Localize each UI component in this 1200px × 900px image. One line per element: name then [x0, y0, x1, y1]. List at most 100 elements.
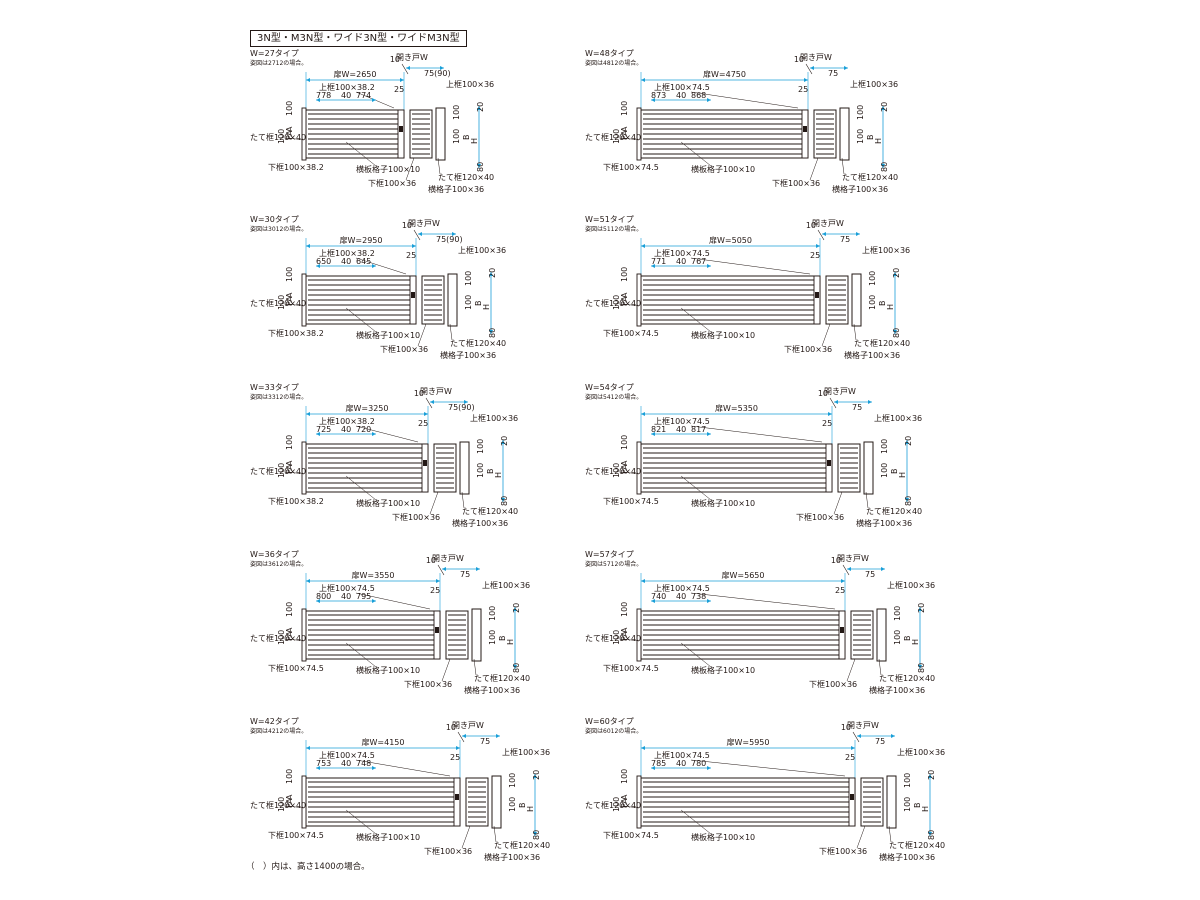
right-80-label: 80	[880, 162, 889, 172]
left-post	[301, 775, 307, 829]
leaf-width-label: 扉W=4750	[703, 69, 746, 79]
door-top-frame-label: 上框100×36	[862, 245, 910, 255]
dim-leaf-width-head-right	[400, 78, 404, 82]
dim-slat-pitch-head-left	[316, 766, 320, 770]
gate-panel: W=30タイプ姿図は3012の場合。扉W=295010開き戸W75(90)25上…	[250, 215, 506, 360]
leaf-width-label: 扉W=5050	[709, 235, 752, 245]
dim-25-label: 25	[430, 586, 440, 595]
top-frame-label: 上框100×38.2	[319, 248, 375, 258]
type-note: 姿図は5412の場合。	[585, 393, 642, 401]
left-100-label: 100	[285, 101, 294, 116]
right-100b-label: 100	[452, 129, 461, 144]
dim-leaf-width-head-right	[436, 579, 440, 583]
right-20-label: 20	[904, 436, 913, 446]
dim-d1: 785	[651, 759, 666, 768]
leaf-width-label: 扉W=4150	[362, 737, 405, 747]
slat-label: 横板格子100×10	[691, 498, 755, 508]
right-b-label: B	[474, 301, 483, 307]
right-80-label: 80	[917, 663, 926, 673]
gap-label: 10	[794, 55, 804, 64]
left-post	[636, 608, 642, 662]
dim-height-head-bottom	[513, 665, 517, 669]
lattice-door-label: 横格子100×36	[879, 852, 935, 862]
dim-door-width-head-left	[810, 66, 814, 70]
door-bottom-frame-label: 下框100×36	[819, 846, 867, 856]
dim-height-head-top	[905, 440, 909, 444]
type-title: W=27タイプ	[250, 49, 299, 58]
slat-leader	[345, 307, 377, 333]
gate-panel: W=27タイプ姿図は2712の場合。扉W=265010開き戸W75(90)25上…	[250, 49, 494, 194]
dim-d3: 774	[356, 91, 371, 100]
left-100b-label: 100	[612, 129, 621, 144]
dim-d1: 753	[316, 759, 331, 768]
type-note: 姿図は3012の場合。	[250, 225, 307, 233]
right-20-label: 20	[476, 102, 485, 112]
dim-slat-pitch-head-left	[651, 599, 655, 603]
right-post	[851, 273, 862, 327]
right-post	[491, 775, 502, 829]
open-door-label: 開き戸W	[408, 219, 440, 228]
type-title: W=54タイプ	[585, 383, 634, 392]
lattice-door-label: 横格子100×36	[844, 350, 900, 360]
type-note: 姿図は4812の場合。	[585, 59, 642, 67]
dim-slat-pitch-head-right	[372, 766, 376, 770]
right-b-label: B	[518, 803, 527, 809]
right-post	[435, 107, 446, 161]
latch-stile	[397, 109, 405, 159]
dim-leaf-width-head-right	[851, 746, 855, 750]
gate-panel: W=33タイプ姿図は3312の場合。扉W=325010開き戸W75(90)25上…	[250, 383, 518, 528]
dim-d1: 740	[651, 592, 666, 601]
dim-height-head-top	[477, 106, 481, 110]
right-20-label: 20	[917, 603, 926, 613]
latch-icon	[435, 627, 439, 633]
right-h-label: H	[494, 472, 503, 478]
bottom-frame-label: 下框100×38.2	[268, 328, 324, 338]
top-frame-leader	[355, 592, 431, 610]
latch-icon	[399, 126, 403, 132]
dim-slat-pitch-head-left	[316, 98, 320, 102]
door-bottom-frame-label: 下框100×36	[424, 846, 472, 856]
dim-leaf-width-head-right	[816, 244, 820, 248]
dim-leaf-width-head-left	[641, 746, 645, 750]
gap-label: 10	[426, 556, 436, 565]
right-h-label: H	[886, 304, 895, 310]
right-post	[447, 273, 458, 327]
post-left-label: たて框120×40	[250, 800, 306, 810]
door-bottom-leader	[417, 323, 427, 347]
door-width-label: 75(90)	[424, 69, 451, 78]
post-left-label: たて框120×40	[250, 466, 306, 476]
left-post	[636, 775, 642, 829]
right-post	[886, 775, 897, 829]
door-bottom-frame-label: 下框100×36	[772, 178, 820, 188]
dim-d3: 767	[691, 257, 706, 266]
type-note: 姿図は2712の場合。	[250, 59, 307, 67]
post-left-leader	[622, 137, 640, 141]
door-bottom-leader	[821, 323, 831, 347]
gate-panel: W=42タイプ姿図は4212の場合。扉W=415010開き戸W7525上框100…	[250, 717, 550, 862]
dim-height-head-top	[928, 774, 932, 778]
door-bottom-frame-label: 下框100×36	[404, 679, 452, 689]
top-frame-label: 上框100×74.5	[654, 248, 710, 258]
post-right-leader	[853, 323, 857, 341]
type-note: 姿図は3612の場合。	[250, 560, 307, 568]
gap-leader	[829, 397, 837, 409]
right-100-label: 100	[476, 439, 485, 454]
dim-d2: 40	[341, 759, 351, 768]
right-100b-label: 100	[464, 295, 473, 310]
left-post	[301, 608, 307, 662]
lattice-door-label: 横格子100×36	[428, 184, 484, 194]
slat-leader	[680, 307, 712, 333]
dim-leaf-width-head-left	[641, 78, 645, 82]
post-left-leader	[287, 303, 305, 307]
latch-stile	[421, 443, 429, 493]
left-a-label: A	[285, 126, 294, 132]
bottom-frame-label: 下框100×74.5	[268, 663, 324, 673]
dim-d1: 725	[316, 425, 331, 434]
post-left-label: たて框120×40	[585, 298, 641, 308]
door-top-frame-label: 上框100×36	[470, 413, 518, 423]
bottom-frame-label: 下框100×74.5	[603, 328, 659, 338]
series-title: 3N型・M3N型・ワイド3N型・ワイドM3N型	[250, 30, 467, 47]
gap-leader	[817, 229, 825, 241]
post-right-leader	[888, 825, 892, 843]
dim-leaf-width-head-left	[641, 244, 645, 248]
